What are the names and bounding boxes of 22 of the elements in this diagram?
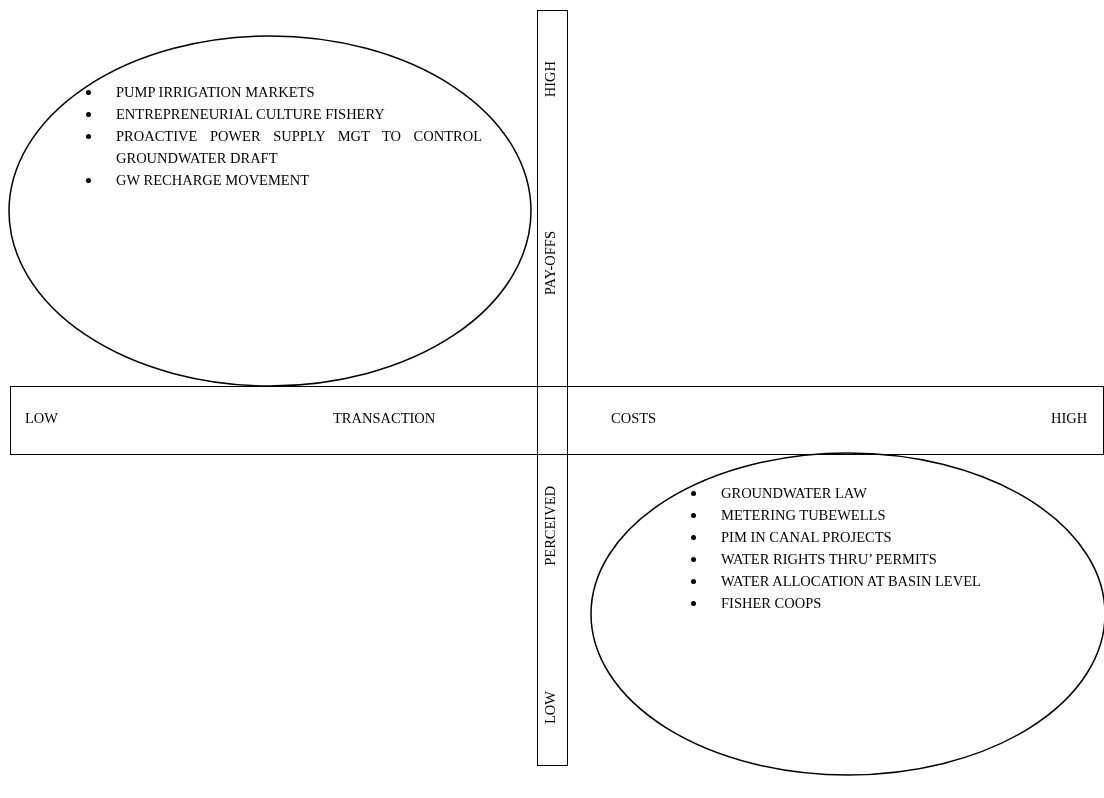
- axis-label: LOW: [25, 409, 58, 427]
- list-item: FISHER COOPS: [721, 594, 823, 613]
- oval-region: [590, 452, 1104, 776]
- axis-label: HIGH: [542, 61, 559, 98]
- oval-region: [8, 35, 532, 387]
- list-item: PROACTIVE POWER SUPPLY MGT TO CONTROL GROUNDWATER DRAFT: [116, 127, 482, 168]
- list-item: ENTREPRENEURIAL CULTURE FISHERY: [116, 105, 386, 124]
- list-item: PIM IN CANAL PROJECTS: [721, 528, 893, 547]
- axis-label: HIGH: [1051, 409, 1088, 427]
- axis-label: PAY-OFFS: [542, 231, 559, 296]
- axis-bar: [537, 10, 568, 766]
- list-item: METERING TUBEWELLS: [721, 506, 887, 525]
- list-item: GW RECHARGE MOVEMENT: [116, 171, 311, 190]
- axis-label: LOW: [542, 691, 559, 724]
- list-item: WATER ALLOCATION AT BASIN LEVEL: [721, 572, 982, 591]
- axis-label: PERCEIVED: [542, 486, 559, 566]
- axis-label: COSTS: [611, 409, 657, 427]
- axis-bar: [10, 386, 1104, 455]
- list-item: PUMP IRRIGATION MARKETS: [116, 83, 316, 102]
- list-item: WATER RIGHTS THRU’ PERMITS: [721, 550, 938, 569]
- list-item: GROUNDWATER LAW: [721, 484, 868, 503]
- axis-label: TRANSACTION: [333, 409, 436, 427]
